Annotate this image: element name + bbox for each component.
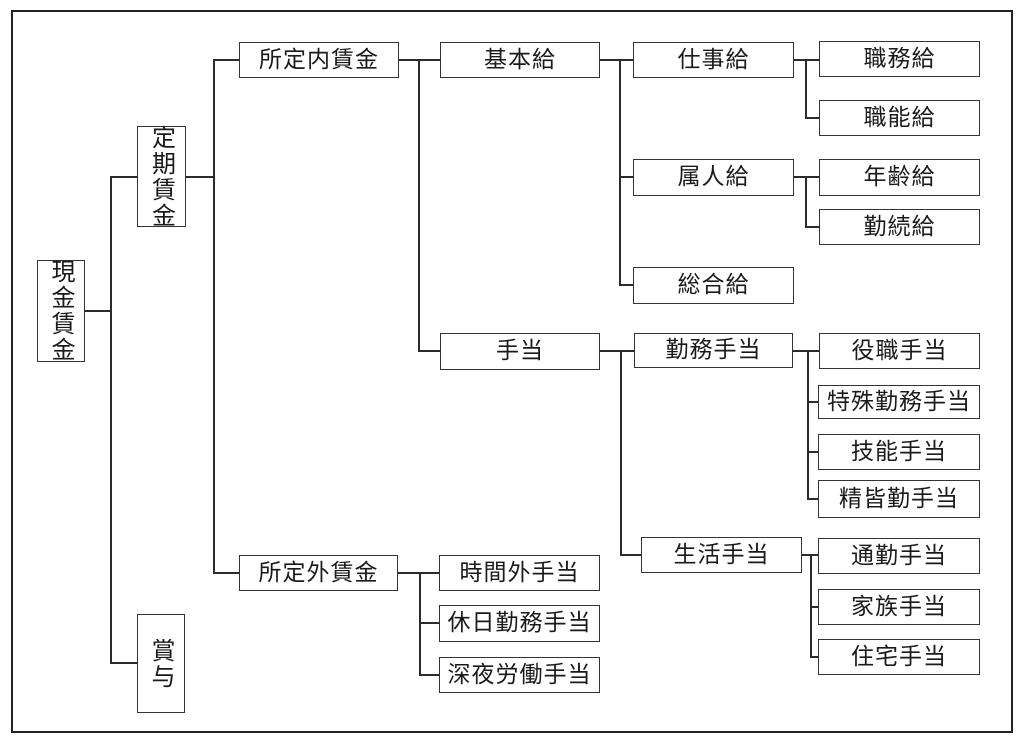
- connector-line: [418, 350, 441, 352]
- node-skill-grade-pay: 職能給: [819, 100, 980, 136]
- connector-line: [794, 176, 820, 178]
- node-bonus: 賞与: [137, 614, 185, 713]
- node-late-night-work-allowance: 深夜労働手当: [439, 657, 600, 693]
- connector-line: [418, 59, 420, 352]
- connector-line: [399, 59, 441, 61]
- connector-line: [419, 572, 421, 676]
- node-attendance-allowance: 精皆勤手当: [818, 480, 980, 518]
- node-position-allowance: 役職手当: [819, 333, 980, 369]
- connector-line: [110, 176, 138, 178]
- connector-line: [620, 350, 622, 556]
- connector-line: [805, 59, 807, 119]
- node-housing-allowance: 住宅手当: [818, 639, 980, 675]
- node-allowances: 手当: [440, 333, 600, 370]
- connector-line: [810, 554, 812, 658]
- node-special-duty-allowance: 特殊勤務手当: [818, 385, 980, 419]
- connector-line: [85, 310, 111, 312]
- node-scheduled-wages: 所定内賃金: [239, 42, 399, 78]
- connector-line: [807, 401, 819, 403]
- node-duty-pay: 職務給: [819, 41, 980, 77]
- connector-line: [213, 572, 240, 574]
- connector-line: [805, 176, 807, 228]
- connector-line: [805, 226, 820, 228]
- node-living-allowances: 生活手当: [641, 537, 802, 573]
- node-non-scheduled-wages: 所定外賃金: [239, 555, 398, 591]
- connector-line: [419, 622, 440, 624]
- node-skill-allowance: 技能手当: [818, 434, 980, 470]
- connector-line: [619, 176, 634, 178]
- node-base-pay: 基本給: [440, 42, 600, 78]
- connector-line: [807, 451, 819, 453]
- connector-line: [810, 656, 819, 658]
- node-holiday-work-allowance: 休日勤務手当: [439, 605, 600, 642]
- connector-line: [419, 674, 440, 676]
- node-overtime-allowance: 時間外手当: [439, 555, 600, 591]
- diagram-border: [11, 10, 1013, 733]
- connector-line: [600, 350, 635, 352]
- node-family-allowance: 家族手当: [818, 589, 980, 625]
- connector-line: [620, 554, 642, 556]
- connector-line: [213, 59, 240, 61]
- node-regular-wages: 定期賃金: [137, 125, 186, 229]
- node-job-based-pay: 仕事給: [633, 42, 794, 78]
- connector-line: [213, 59, 215, 574]
- node-work-allowances: 勤務手当: [634, 333, 793, 368]
- connector-line: [619, 59, 621, 286]
- connector-line: [807, 350, 809, 500]
- connector-line: [600, 59, 634, 61]
- node-person-based-pay: 属人給: [633, 159, 794, 196]
- node-comprehensive-pay: 総合給: [633, 267, 794, 304]
- connector-line: [807, 498, 819, 500]
- node-commuting-allowance: 通勤手当: [818, 538, 980, 574]
- connector-line: [110, 176, 112, 664]
- connector-line: [793, 350, 820, 352]
- node-age-pay: 年齢給: [819, 159, 980, 196]
- node-tenure-pay: 勤続給: [819, 209, 980, 245]
- connector-line: [110, 662, 138, 664]
- node-cash-wages: 現金賃金: [37, 259, 85, 363]
- connector-line: [794, 59, 820, 61]
- connector-line: [805, 117, 820, 119]
- connector-line: [619, 284, 634, 286]
- connector-line: [810, 606, 819, 608]
- connector-line: [186, 176, 214, 178]
